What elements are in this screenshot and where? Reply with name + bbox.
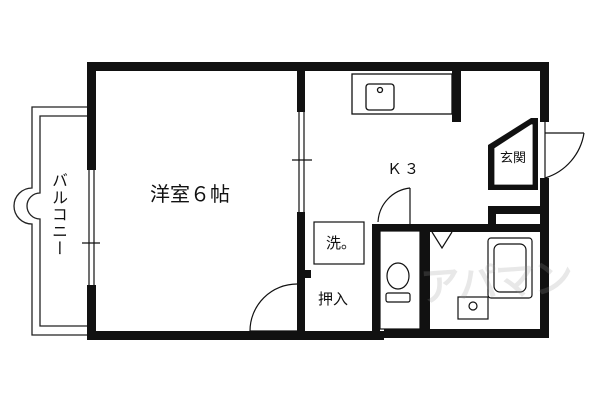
bathroom	[431, 231, 533, 320]
toilet	[379, 230, 421, 330]
room-label-washer: 洗。	[326, 234, 357, 252]
front-door	[544, 122, 585, 179]
room-label-closet: 押入	[318, 290, 349, 308]
entrance-floor	[493, 123, 534, 186]
kitchen-wall-stub	[452, 70, 461, 122]
interior-walls	[297, 70, 542, 332]
washer-area	[313, 221, 365, 265]
outer-walls	[87, 62, 549, 340]
room-label-entrance: 玄関	[500, 151, 527, 166]
watermark-logo: アパマン	[418, 254, 573, 312]
balcony-window	[82, 170, 100, 285]
sliding-door	[292, 112, 312, 212]
room-label-kitchen: Ｋ３	[387, 160, 422, 178]
kitchen-counter	[351, 73, 453, 115]
closet-door	[249, 283, 298, 332]
balcony	[13, 106, 88, 336]
room-label-balcony: バルコニー	[49, 172, 68, 257]
room-label-western: 洋室６帖	[150, 182, 230, 206]
toilet-door	[377, 187, 411, 224]
